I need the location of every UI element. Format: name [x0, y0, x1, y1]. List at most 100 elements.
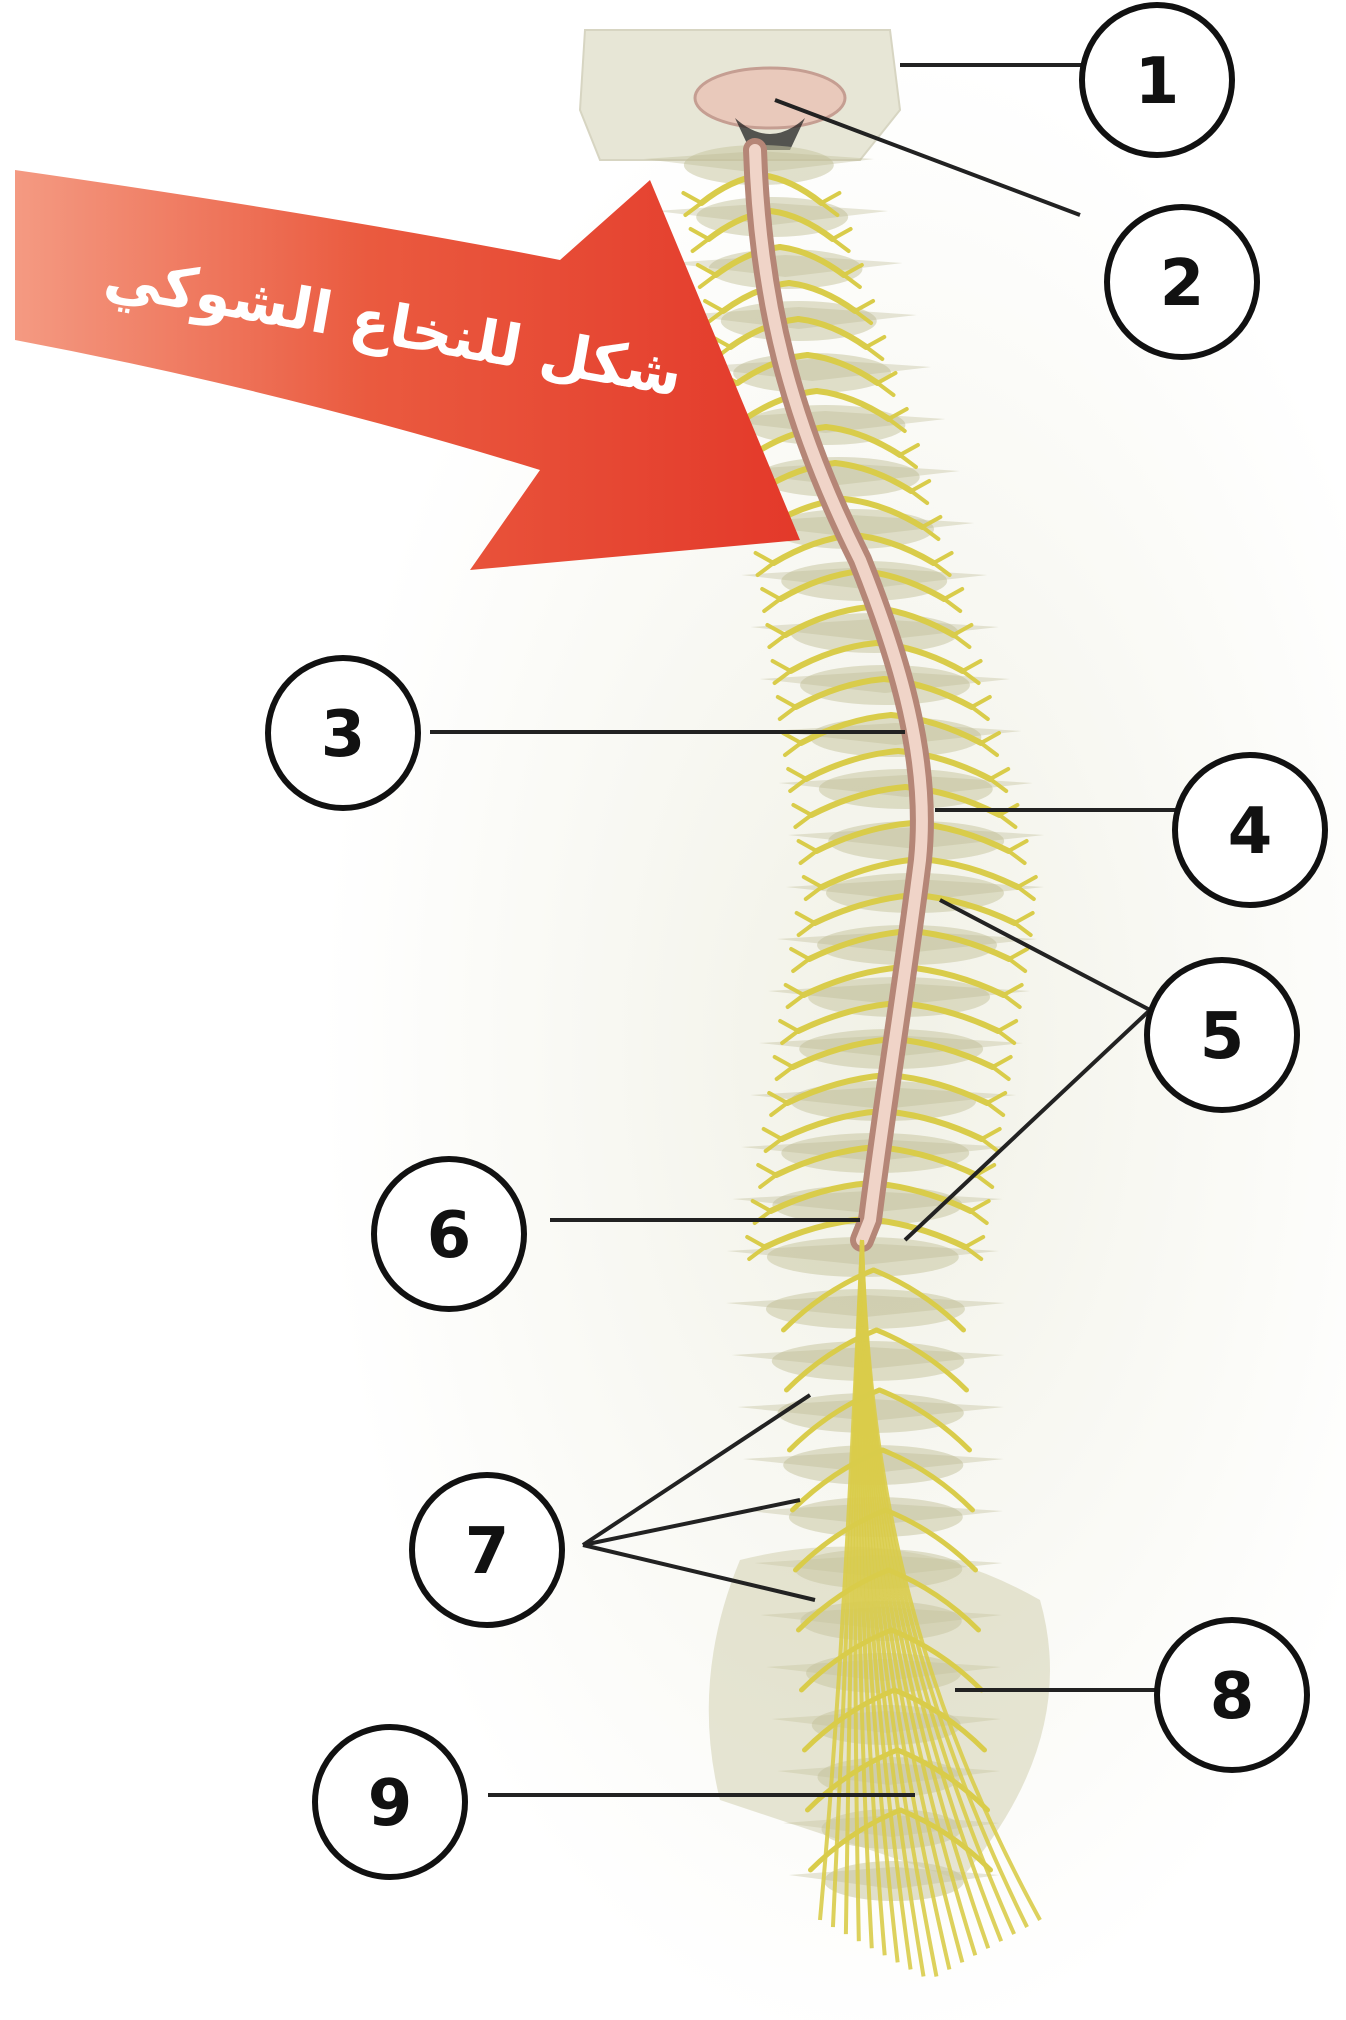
vertebra [757, 457, 920, 497]
nerve-branch [1006, 839, 1029, 865]
nerve-branch [765, 623, 788, 649]
vertebra-process [693, 359, 932, 381]
nerve-branch [920, 515, 943, 541]
spinal-nerve [767, 1180, 874, 1214]
callout-label: 8 [1210, 1660, 1255, 1734]
leader-lines [430, 63, 1180, 1797]
nerve-branch [897, 443, 920, 469]
lumbar-nerve [877, 1387, 972, 1453]
nerve-branch [979, 731, 1001, 757]
callout-label: 9 [368, 1767, 413, 1841]
spinal-nerve [776, 244, 847, 278]
nerve-branch [931, 551, 954, 577]
nerve-branch [996, 1019, 1019, 1045]
lumbar-nerve [898, 1807, 993, 1873]
callout-circle [1144, 957, 1300, 1113]
nerve-branch [1007, 947, 1030, 973]
leader-line [774, 98, 1081, 217]
callout-circle [265, 655, 421, 811]
spinal-nerve [813, 388, 892, 422]
spinal-nerve [803, 748, 902, 782]
nerve-branch [864, 335, 887, 361]
lumbar-nerve [895, 1747, 990, 1813]
callout-7: 7 [409, 1472, 565, 1628]
lumbar-nerve [787, 1387, 882, 1453]
nerve-branch [951, 623, 974, 649]
callout-label: 2 [1160, 247, 1205, 321]
spinal-cord-highlight [749, 144, 928, 1246]
callout-label: 6 [427, 1199, 472, 1273]
nerve-branch [681, 191, 704, 217]
nerve-branch [770, 659, 793, 685]
callout-label: 1 [1135, 45, 1180, 119]
nerve-branch [760, 587, 783, 613]
spinal-nerve [795, 316, 870, 350]
nerve-branch [789, 947, 812, 973]
spinal-nerve [808, 784, 909, 818]
callout-label: 4 [1228, 795, 1273, 869]
callout-label: 7 [465, 1515, 510, 1589]
spinal-nerve [784, 1072, 891, 1106]
nerve-branch [974, 1163, 997, 1189]
nerve-branch [767, 1091, 790, 1117]
nerve-branch [875, 371, 898, 397]
nerve-branch [960, 659, 983, 685]
lumbar-nerve [805, 1747, 900, 1813]
nerve-branch [853, 299, 876, 325]
spinal-nerve [741, 388, 820, 422]
nerve-branch [756, 1163, 779, 1189]
lumbar-nerve [808, 1807, 903, 1873]
nerve-branch [830, 227, 853, 253]
spinal-nerve [841, 496, 926, 530]
nerve-branch [745, 1235, 768, 1261]
callout-circle [1154, 1617, 1310, 1773]
leader-line [582, 1543, 816, 1602]
nerve-branch [695, 263, 718, 289]
lumbar-nerve [781, 1267, 876, 1333]
spinal-nerve [795, 1000, 902, 1034]
spinal-nerve [789, 1036, 896, 1070]
lumbar-nerve [889, 1627, 984, 1693]
nerve-branch [819, 191, 842, 217]
nerve-branch [783, 983, 806, 1009]
lumbar-nerve [883, 1507, 978, 1573]
lumbar-nerve [784, 1327, 879, 1393]
nerve-branch [796, 839, 819, 865]
callout-label: 3 [321, 698, 366, 772]
spinal-nerve [832, 460, 915, 494]
nerve-branch [969, 695, 992, 721]
lumbar-nerve [793, 1507, 888, 1573]
callout-3: 3 [265, 655, 421, 811]
leader-line [903, 1008, 1152, 1242]
callout-label: 5 [1200, 1000, 1245, 1074]
lumbar-nerve [802, 1687, 897, 1753]
lumbar-nerve [790, 1447, 885, 1513]
leader-line [939, 898, 1151, 1012]
callout-8: 8 [1154, 1617, 1310, 1773]
spinal-nerve [822, 424, 903, 458]
lumbar-nerve [874, 1327, 969, 1393]
lumbar-nerve [799, 1627, 894, 1693]
nerve-branch [794, 911, 817, 937]
leader-line [581, 1393, 812, 1547]
spinal-nerve [782, 604, 873, 638]
callout-circle [371, 1156, 527, 1312]
nerve-branch [786, 767, 809, 793]
spinal-nerve [720, 280, 793, 314]
vertebra-process [766, 1659, 1002, 1681]
cauda-equina [781, 1239, 1042, 1977]
nerve-branch [775, 695, 798, 721]
callout-circle [1104, 204, 1260, 360]
vertebra [800, 665, 970, 705]
spinal-nerve [787, 640, 880, 674]
nerve-branch [801, 875, 824, 901]
callout-2: 2 [1104, 204, 1260, 360]
leader-line [582, 1498, 801, 1547]
nerve-branch [942, 587, 965, 613]
spinal-nerve [798, 712, 894, 746]
title-arrow [15, 170, 800, 570]
callout-1: 1 [1079, 2, 1235, 158]
nerve-branch [841, 263, 864, 289]
spinal-nerve [813, 820, 916, 854]
spinal-nerve [767, 208, 836, 242]
